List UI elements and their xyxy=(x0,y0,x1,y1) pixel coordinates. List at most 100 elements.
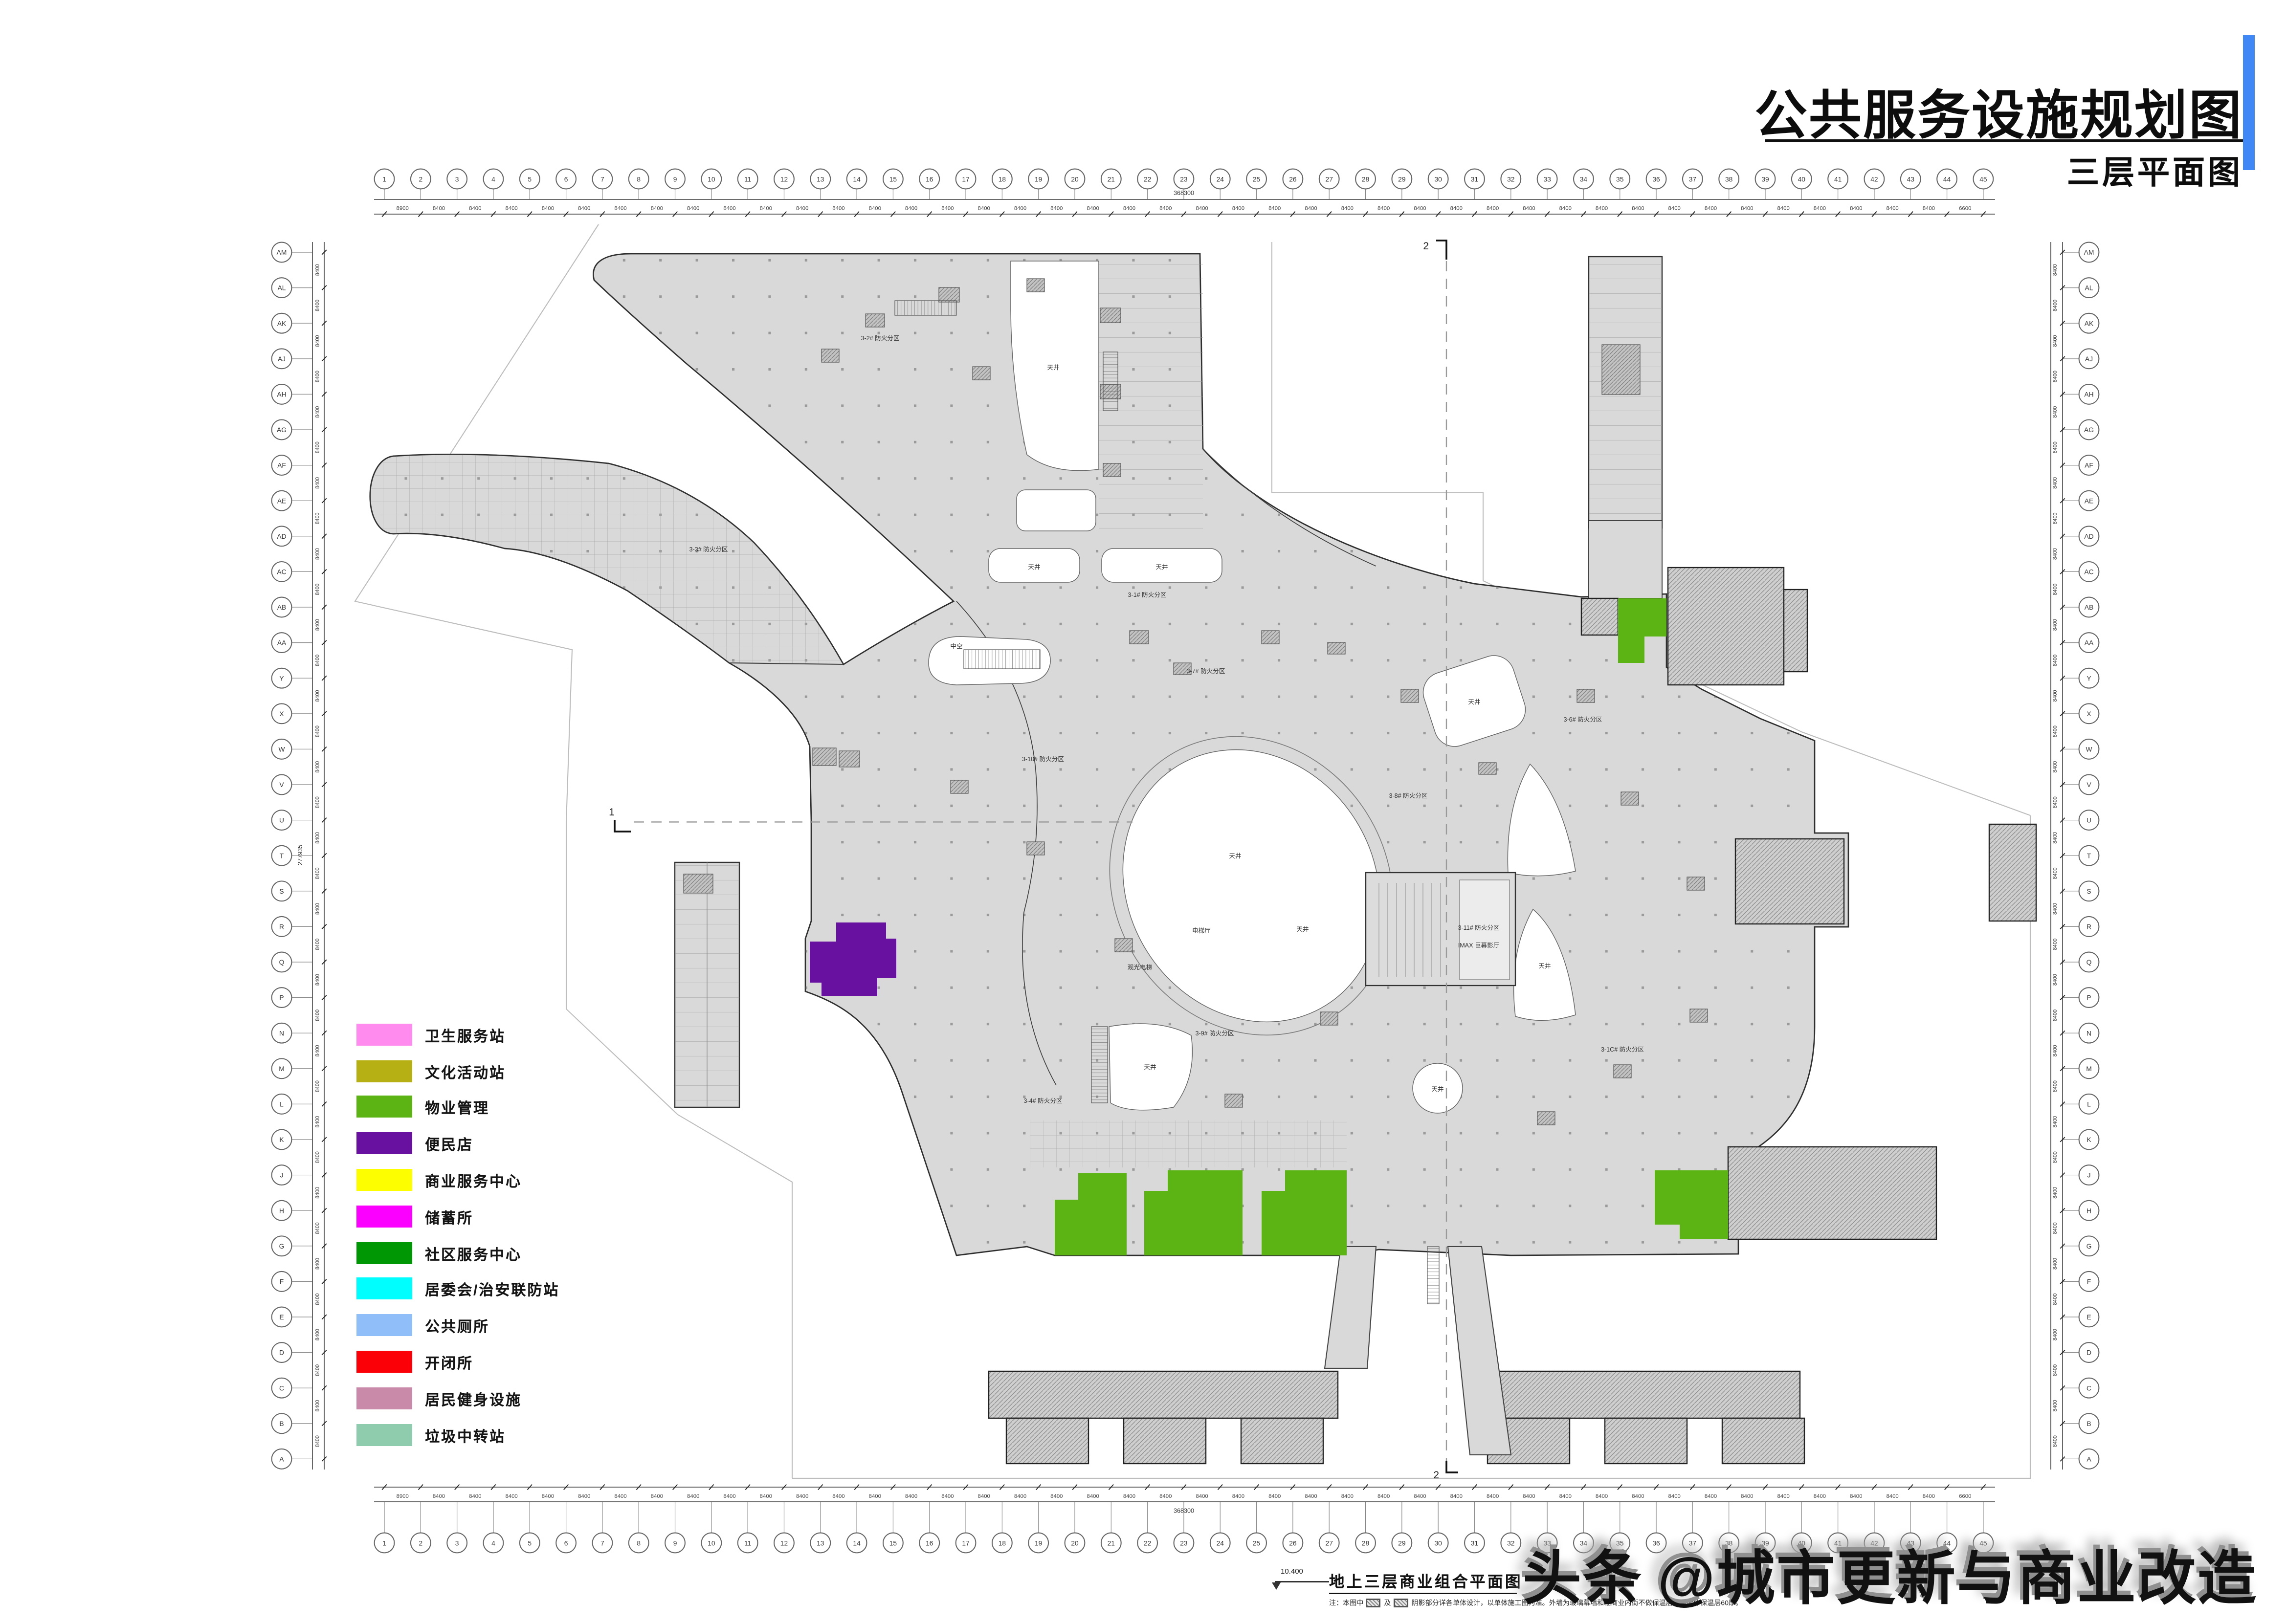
grid-bubble-label: 14 xyxy=(853,1539,861,1547)
grid-bubble xyxy=(2078,738,2100,760)
legend-item: 垃圾中转站 xyxy=(356,1416,559,1452)
dimension-tick xyxy=(2060,923,2065,929)
section-marker-labels: 221 xyxy=(609,241,1439,1481)
dimension-tick xyxy=(1472,1484,1477,1490)
dimension-tick xyxy=(527,1484,533,1490)
legend-item: 社区服务中心 xyxy=(356,1234,559,1271)
dimension-value: 8400 xyxy=(2052,264,2058,276)
grid-bubble-label: 27 xyxy=(1326,1539,1333,1547)
grid-bubble xyxy=(271,383,292,405)
dimension-value: 8400 xyxy=(1232,206,1244,212)
grid-bubble-label: AG xyxy=(2084,426,2094,434)
grid-bubble xyxy=(2078,383,2100,405)
plan-label: 天井 xyxy=(1468,699,1480,705)
legend-label: 居民健身设施 xyxy=(425,1393,522,1409)
dimension-tick xyxy=(2060,1137,2065,1142)
grid-bubble xyxy=(592,1532,613,1554)
grid-bubble xyxy=(2078,703,2100,724)
dimension-tick xyxy=(709,211,714,217)
grid-bubble xyxy=(2078,1129,2100,1150)
dimension-tick xyxy=(1363,1484,1369,1490)
dimension-tick xyxy=(2060,1172,2065,1178)
dimension-tick xyxy=(1181,1484,1187,1490)
dimension-value: 8400 xyxy=(2052,406,2058,418)
watermark-logo: 头条 xyxy=(1522,1547,1643,1612)
mall-massing xyxy=(369,253,1849,1256)
grid-bubble xyxy=(271,419,292,440)
elevation-triangle-icon xyxy=(1272,1582,1281,1590)
dimension-tick xyxy=(321,1137,327,1142)
grid-bubble-label: K xyxy=(279,1136,284,1143)
plan-label: 天井 xyxy=(1296,926,1309,933)
dimension-tick xyxy=(927,1484,933,1490)
grid-bubble-label: 8 xyxy=(637,1539,641,1547)
dimension-value: 8400 xyxy=(1196,206,1208,212)
dimension-tick xyxy=(2060,498,2065,504)
dimension-tick xyxy=(854,211,860,217)
mall-column-dots xyxy=(370,253,1848,1255)
legend-label: 开闭所 xyxy=(425,1357,474,1373)
grid-bubble-label: 40 xyxy=(1798,1539,1806,1547)
dimension-value: 8400 xyxy=(2052,1222,2058,1234)
grid-bubble-label: AA xyxy=(277,639,287,647)
dimension-value: 8400 xyxy=(1705,206,1717,212)
grid-bubble-label: 20 xyxy=(1071,176,1079,183)
dimension-value: 8400 xyxy=(315,512,321,524)
dimension-tick xyxy=(1036,211,1042,217)
grid-bubble xyxy=(737,1532,758,1554)
grid-bubble xyxy=(2078,1413,2100,1434)
dimension-value: 8400 xyxy=(2052,1364,2058,1376)
dimension-tick xyxy=(321,391,327,397)
grid-bubble xyxy=(271,348,292,370)
grid-bubble-label: 4 xyxy=(491,176,495,183)
dimension-value: 6600 xyxy=(1959,206,1971,212)
dimension-tick xyxy=(1217,1484,1223,1490)
dimension-value: 8400 xyxy=(1305,206,1317,212)
grid-bubble-label: 24 xyxy=(1217,1539,1224,1547)
dimension-value: 8400 xyxy=(2052,1080,2058,1092)
dimension-value: 8400 xyxy=(1523,206,1535,212)
section-marker-label: 2 xyxy=(1423,241,1429,252)
plan-label: 天井 xyxy=(1229,853,1241,859)
plan-label: 电梯厅 xyxy=(1192,927,1211,934)
dimension-value: 8400 xyxy=(315,939,321,950)
dimension-tick xyxy=(2060,356,2065,362)
dimension-value: 8400 xyxy=(1305,1493,1317,1499)
dimension-tick xyxy=(2060,817,2065,823)
grid-bubble xyxy=(271,774,292,795)
dimension-tick xyxy=(418,211,423,217)
grid-bubble-label: 38 xyxy=(1725,176,1733,183)
grid-bubble xyxy=(519,168,540,190)
grid-bubble-label: N xyxy=(2087,1030,2091,1037)
grid-bubble xyxy=(2078,916,2100,937)
dimension-tick xyxy=(781,1484,787,1490)
grid-bubble xyxy=(1645,1532,1667,1554)
zone-property-management-4 xyxy=(1261,1170,1347,1255)
dimension-tick xyxy=(2060,569,2065,574)
dimension-tick xyxy=(1145,1484,1151,1490)
grid-bubble xyxy=(1173,168,1195,190)
grid-bubble xyxy=(1464,1532,1485,1554)
grid-bubble-label: 40 xyxy=(1798,176,1806,183)
grid-bubble-label: 34 xyxy=(1580,176,1588,183)
dimension-value: 8400 xyxy=(1559,206,1572,212)
grid-bubble-label: D xyxy=(2087,1349,2091,1357)
grid-bubble xyxy=(665,1532,686,1554)
grid-bubble xyxy=(846,168,867,190)
standalone-block xyxy=(674,861,740,1108)
dimension-tick xyxy=(818,1484,823,1490)
legend-swatch xyxy=(356,1351,412,1373)
dimension-value: 8400 xyxy=(1850,1493,1862,1499)
dimension-tick xyxy=(2060,782,2065,788)
dimension-value: 8400 xyxy=(1014,206,1026,212)
grid-bubble xyxy=(1645,168,1667,190)
dimension-tick xyxy=(1508,211,1514,217)
dimension-tick xyxy=(890,211,896,217)
dimension-value: 8400 xyxy=(941,206,954,212)
legend-label: 卫生服务站 xyxy=(425,1029,506,1046)
grid-bubble-label: AD xyxy=(2084,533,2093,540)
dimension-value: 8400 xyxy=(2052,903,2058,915)
dimension-tick xyxy=(321,675,327,681)
grid-bubble-label: 21 xyxy=(1108,176,1115,183)
grid-bubble-label: L xyxy=(280,1100,284,1108)
